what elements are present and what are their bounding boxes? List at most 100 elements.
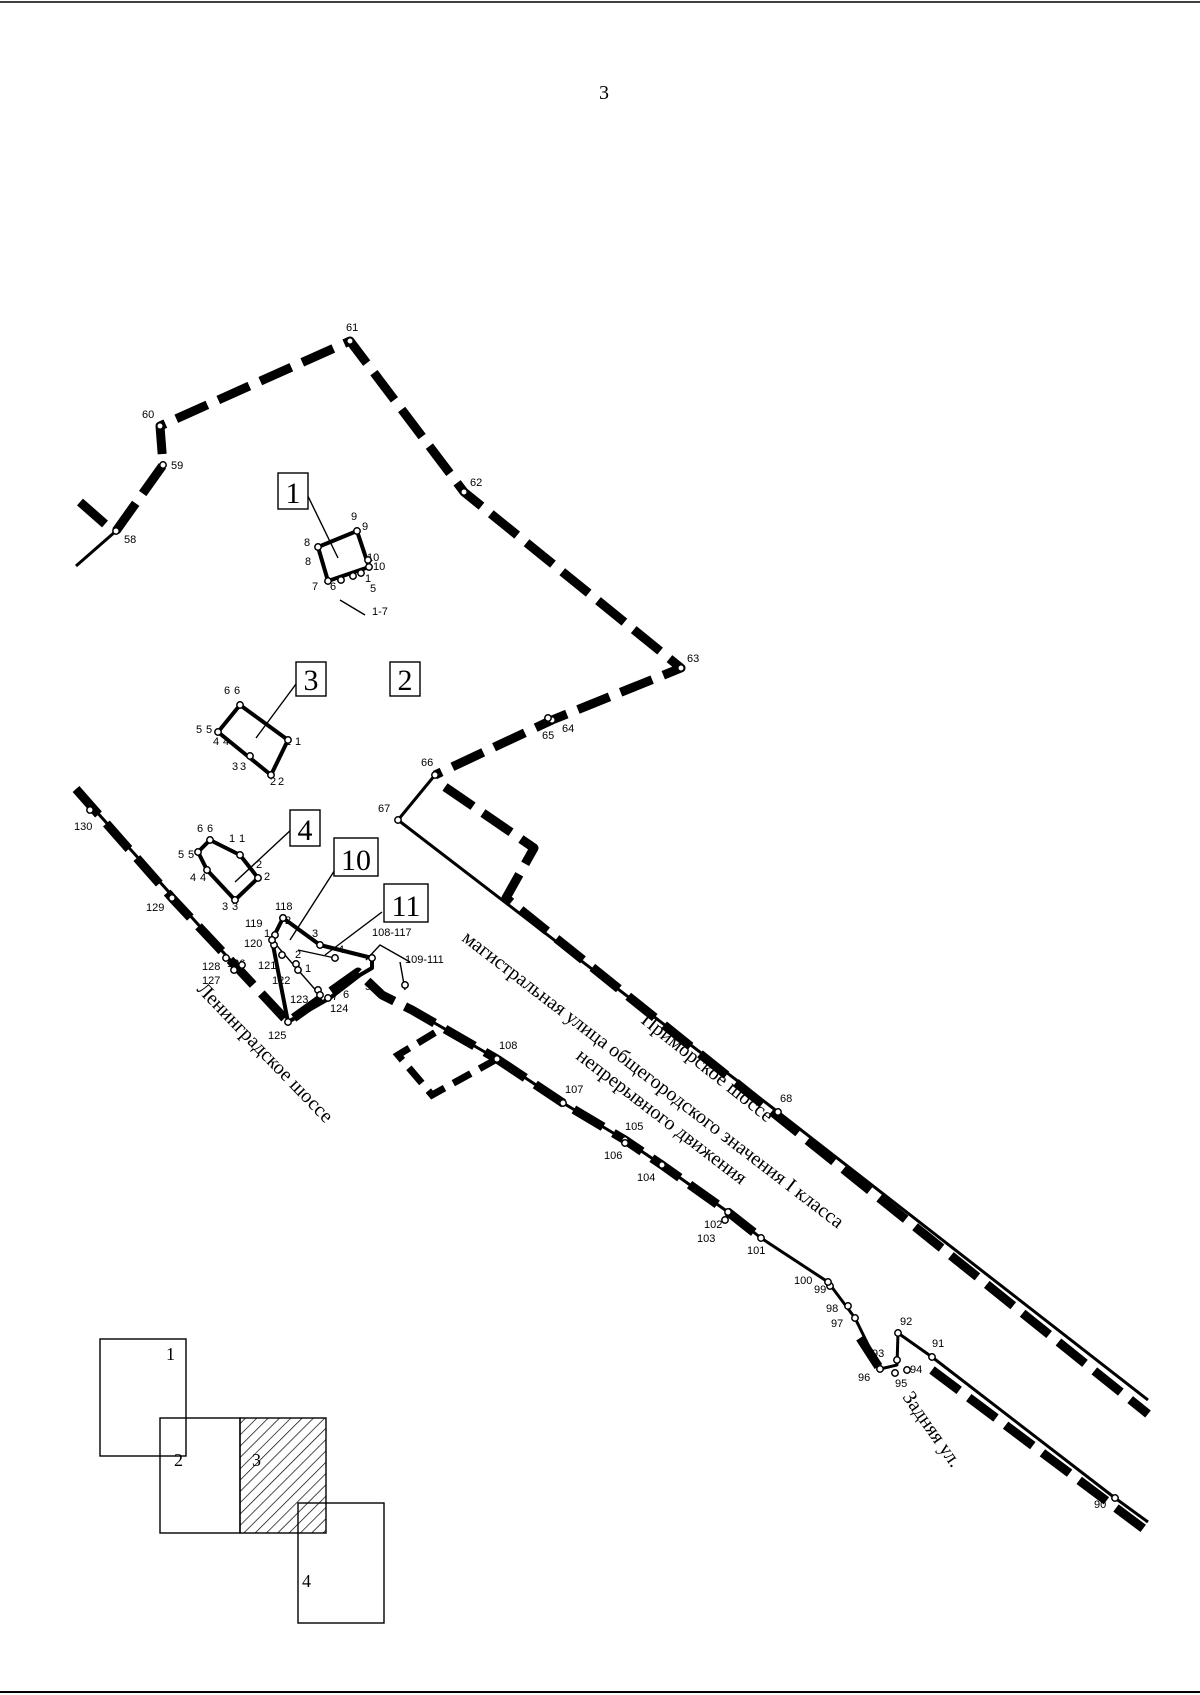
plot-vertex-16 xyxy=(231,896,239,904)
plot-vertex-1 xyxy=(353,527,361,535)
boundary-point-label-98: 98 xyxy=(826,1303,838,1315)
plot-vertex-23 xyxy=(294,966,302,974)
index-sheet-4 xyxy=(297,1502,385,1624)
boundary-point-label-130: 130 xyxy=(74,821,92,833)
boundary-point-label-123: 123 xyxy=(290,994,308,1006)
zone-number-2: 2 xyxy=(398,664,413,697)
boundary-point-104 xyxy=(658,1161,666,1169)
boundary-point-label-91: 91 xyxy=(932,1338,944,1350)
boundary-point-label-61: 61 xyxy=(346,322,358,334)
plot-vertex-4 xyxy=(337,576,345,584)
zone2-point-label-9: 9 xyxy=(362,521,368,533)
zone3-point-label-5: 5 xyxy=(196,724,202,736)
zone-number-3-frame xyxy=(295,661,327,697)
boundary-point-107 xyxy=(559,1099,567,1107)
boundary-point-label-101: 101 xyxy=(747,1245,765,1257)
boundary-point-label-128: 128 xyxy=(202,961,220,973)
boundary-point-label-63: 63 xyxy=(687,653,699,665)
boundary-point-label-66: 66 xyxy=(421,757,433,769)
plot-vertex-3 xyxy=(324,577,332,585)
boundary-point-66 xyxy=(431,771,439,779)
index-sheet-label-1: 1 xyxy=(166,1344,175,1364)
zone4-point-label-4: 4 xyxy=(200,872,206,884)
boundary-point-label-67: 67 xyxy=(378,803,390,815)
zone10-point-label-2: 2 xyxy=(285,915,291,927)
plot-vertex-9 xyxy=(284,736,292,744)
plot-vertex-15 xyxy=(254,874,262,882)
boundary-point-label-96: 96 xyxy=(858,1372,870,1384)
boundary-point-68 xyxy=(774,1108,782,1116)
boundary-solid-58 xyxy=(75,529,117,568)
boundary-point-121 xyxy=(278,951,286,959)
zone-10-polygon xyxy=(270,916,374,1024)
boundary-point-label-127: 127 xyxy=(202,975,220,987)
plot-vertex-20 xyxy=(268,936,276,944)
boundary-point-label-119: 119 xyxy=(245,918,263,930)
plot-vertex-8 xyxy=(236,701,244,709)
zone4-point-label-4: 4 xyxy=(190,872,196,884)
boundary-point-100 xyxy=(824,1278,832,1286)
zone10-point-label-3: 3 xyxy=(312,928,318,940)
boundary-point-label-60: 60 xyxy=(142,409,154,421)
zone2-point-label-1: 1 xyxy=(365,573,371,585)
boundary-point-95 xyxy=(891,1369,899,1377)
boundary-point-101 xyxy=(757,1234,765,1242)
primorskoe-road-line xyxy=(396,774,1149,1402)
zone-number-4-frame xyxy=(289,809,321,847)
plot-vertex-13 xyxy=(206,836,214,844)
boundary-point-63 xyxy=(677,664,685,672)
boundary-point-label-103: 103 xyxy=(697,1233,715,1245)
boundary-point-65 xyxy=(544,714,552,722)
boundary-point-label-108: 108 xyxy=(499,1040,517,1052)
boundary-point-label-95: 95 xyxy=(895,1378,907,1390)
boundary-point-102 xyxy=(724,1208,732,1216)
zone3-point-label-2: 2 xyxy=(278,776,284,788)
zone2-point-label-7: 7 xyxy=(312,581,318,593)
street-zadnyaya-label: Задняя ул. xyxy=(898,1387,966,1471)
boundary-point-label-99: 99 xyxy=(814,1284,826,1296)
zone-number-11-frame xyxy=(383,883,429,923)
zone4-point-label-3: 3 xyxy=(232,901,238,913)
zone10-point-label-2: 2 xyxy=(295,949,301,961)
plot-vertex-14 xyxy=(236,851,244,859)
boundary-point-94 xyxy=(903,1366,911,1374)
index-sheet-label-2: 2 xyxy=(174,1450,183,1470)
zone4-point-label-3: 3 xyxy=(222,901,228,913)
plot-vertex-18 xyxy=(194,848,202,856)
zone4-point-label-5: 5 xyxy=(178,849,184,861)
boundary-point-label-118: 118 xyxy=(275,901,293,913)
plot-vertex-0 xyxy=(314,543,322,551)
plot-vertex-11 xyxy=(214,728,222,736)
boundary-point-label-90: 90 xyxy=(1094,1499,1106,1511)
boundary-point-96 xyxy=(876,1365,884,1373)
boundary-point-97 xyxy=(851,1314,859,1322)
boundary-point-label-62: 62 xyxy=(470,477,482,489)
zone10-point-label-4: 4 xyxy=(338,944,344,956)
boundary-point-61 xyxy=(346,337,354,345)
boundary-point-label-65: 65 xyxy=(542,730,554,742)
zone2-point-label-9: 9 xyxy=(351,511,357,523)
zone-number-2-frame xyxy=(389,661,421,697)
boundary-point-98 xyxy=(844,1302,852,1310)
plot-vertex-22 xyxy=(331,954,339,962)
zone2-point-label-5: 5 xyxy=(370,583,376,595)
zone10-point-label-1: 1 xyxy=(305,963,311,975)
boundary-point-108 xyxy=(493,1055,501,1063)
boundary-point-108-117 xyxy=(368,954,376,962)
boundary-point-label-108-117: 108-117 xyxy=(372,927,412,939)
boundary-point-label-129: 129 xyxy=(146,902,164,914)
boundary-point-67 xyxy=(394,816,402,824)
index-sheet-label-3: 3 xyxy=(252,1450,261,1470)
zone4-point-label-6: 6 xyxy=(197,823,203,835)
boundary-point-label-97: 97 xyxy=(831,1318,843,1330)
street-main-line1: магистральная улица общегородского значе… xyxy=(458,927,848,1234)
zone-number-3: 3 xyxy=(304,664,319,697)
plot-vertex-12 xyxy=(246,752,254,760)
primorskoe-dashed-boundary xyxy=(442,783,1151,1418)
boundary-point-label-100: 100 xyxy=(794,1275,812,1287)
boundary-point-label-120: 120 xyxy=(244,938,262,950)
boundary-point-90 xyxy=(1111,1494,1119,1502)
zone-number-1: 1 xyxy=(286,477,301,510)
boundary-point-103 xyxy=(721,1216,729,1224)
boundary-point-62 xyxy=(460,488,468,496)
